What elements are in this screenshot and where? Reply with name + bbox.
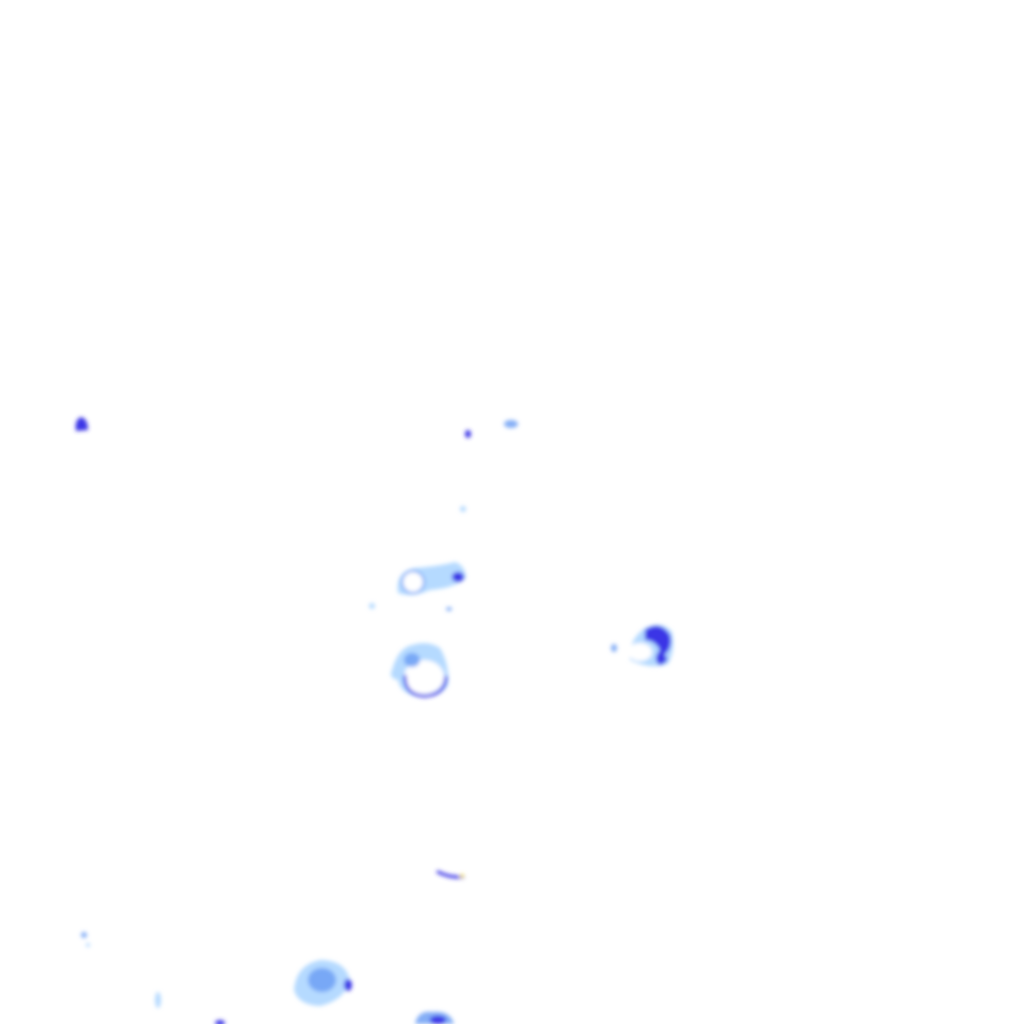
cell-spot-top-1: [465, 430, 471, 438]
cell-speck: [81, 932, 87, 938]
cell-speck-bottom: [215, 1020, 225, 1024]
cell-upper: [369, 562, 466, 611]
cell-middle: [390, 643, 449, 698]
cell-speck: [460, 506, 466, 512]
cell-right: [611, 624, 674, 667]
cell-speck: [86, 943, 90, 947]
bright-spot: [460, 874, 464, 878]
cell-spot-top-2: [504, 420, 518, 428]
cell-spot-left: [75, 417, 88, 431]
cell-bottom-left: [294, 960, 352, 1006]
cell-speck: [155, 992, 161, 1008]
cell-bottom-center: [415, 1011, 454, 1024]
